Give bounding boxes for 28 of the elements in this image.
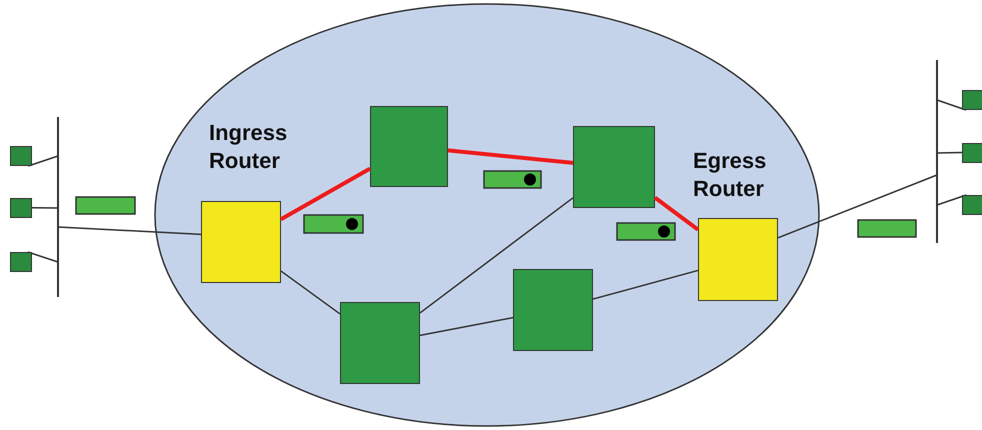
link-line <box>778 174 938 238</box>
path-line <box>280 166 371 221</box>
link-line <box>936 194 967 206</box>
host-box <box>10 146 32 166</box>
link-line <box>28 155 58 167</box>
host-box <box>10 198 32 218</box>
path-line <box>448 148 574 165</box>
host-box <box>10 252 32 272</box>
host-box <box>962 143 982 163</box>
link-line <box>28 251 58 263</box>
link-line <box>936 99 966 111</box>
link-line <box>592 270 698 300</box>
network-ellipse <box>154 3 820 427</box>
router-box <box>513 269 593 351</box>
router-box <box>340 302 420 384</box>
link-line <box>58 226 202 236</box>
router-label: Egress Router <box>693 147 768 203</box>
host-box <box>962 195 982 215</box>
router-box <box>370 106 448 187</box>
link-line <box>32 206 58 209</box>
link-line <box>420 197 574 314</box>
router-label: Ingress Router <box>209 119 288 175</box>
router-box <box>573 126 655 208</box>
host-box <box>962 90 982 110</box>
link-line <box>420 316 514 336</box>
link-line <box>280 270 340 315</box>
path-line <box>654 196 700 232</box>
link-line <box>936 152 962 154</box>
